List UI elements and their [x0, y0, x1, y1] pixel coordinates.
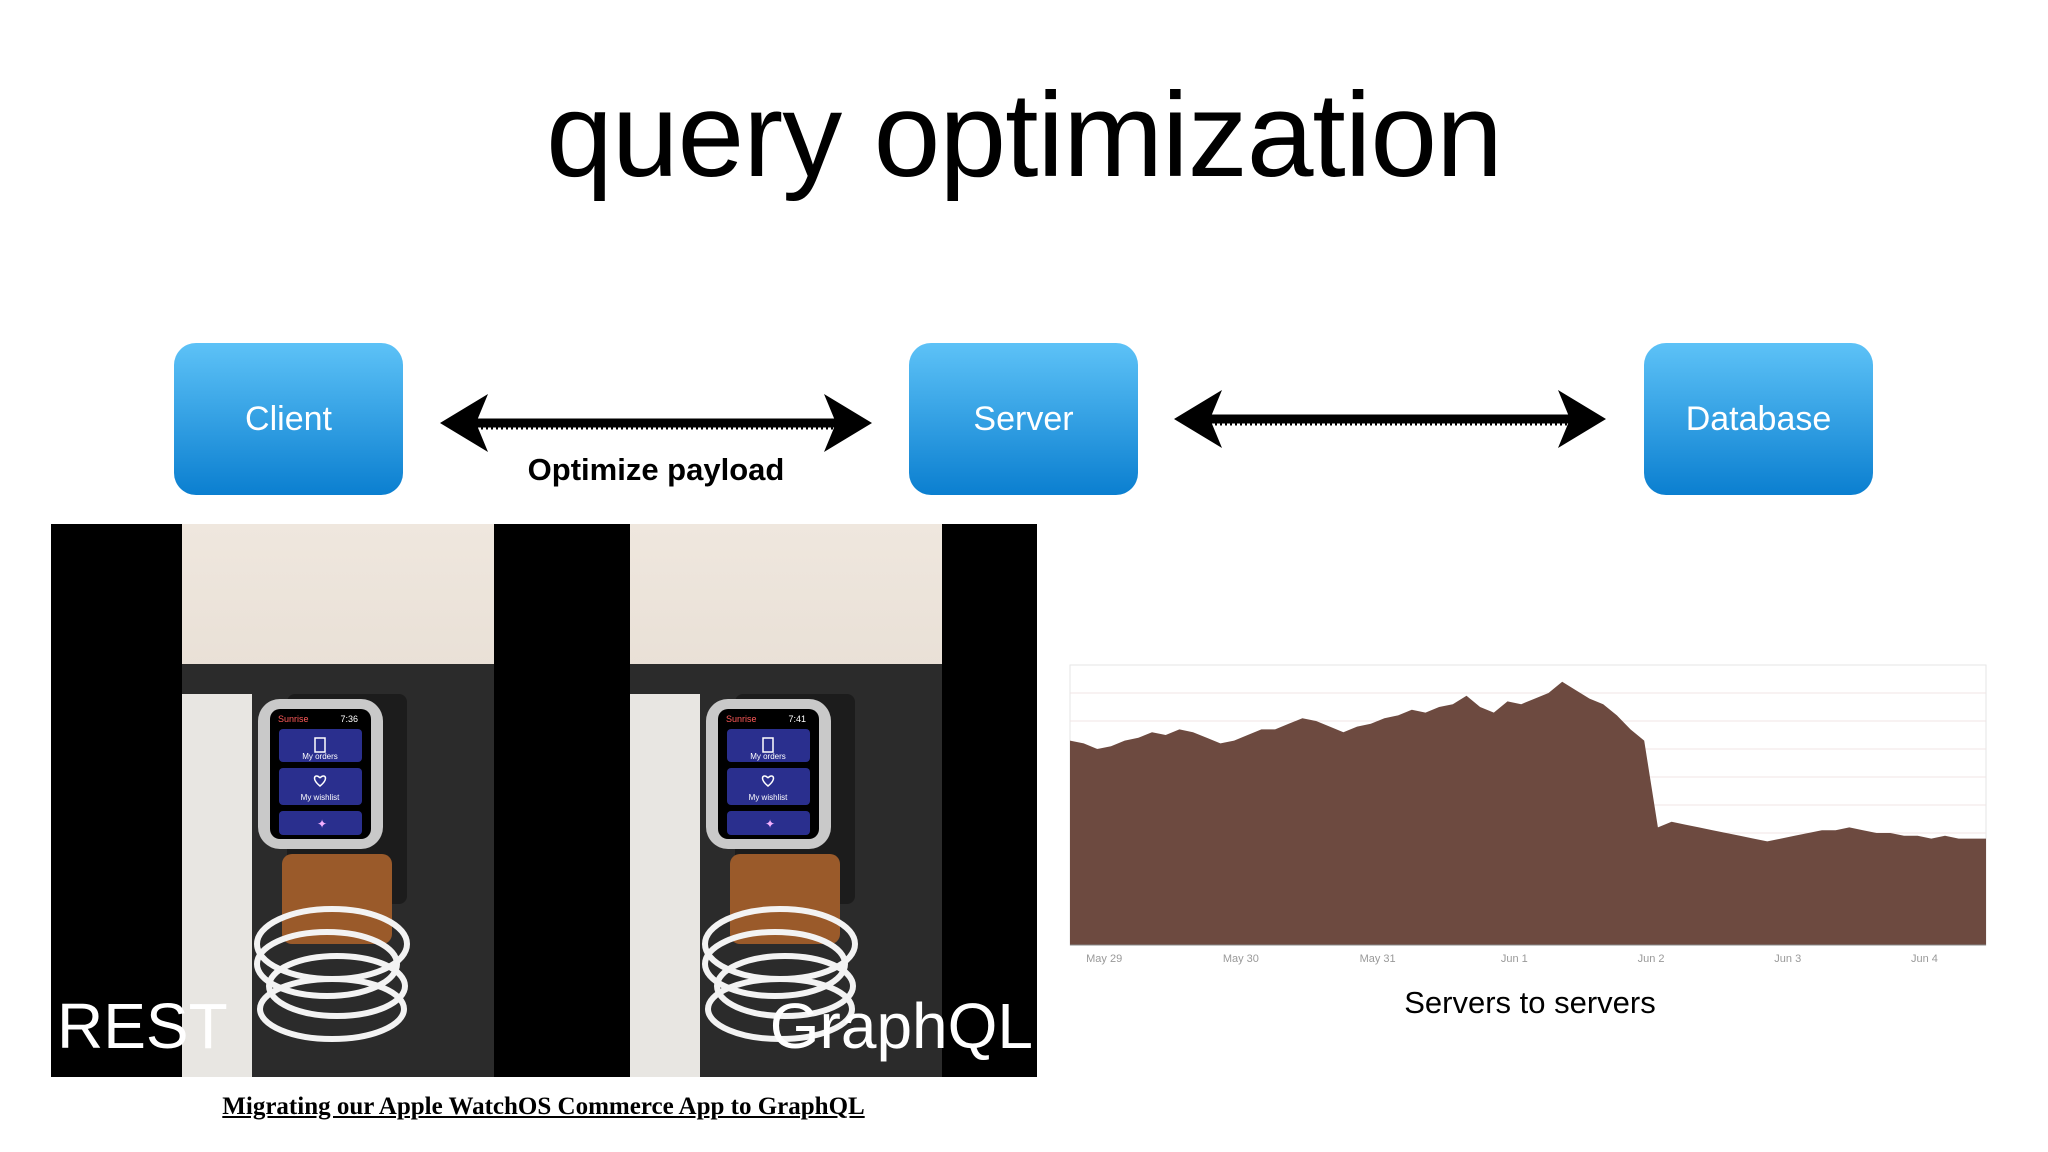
x-tick-label: Jun 3 [1774, 953, 1801, 965]
x-tick-label: May 29 [1086, 953, 1122, 965]
rest-watch-wishlist: My wishlist [301, 793, 340, 802]
graphql-watch-orders: My orders [750, 752, 786, 761]
graphql-watch-app-name: Sunrise [726, 714, 757, 724]
watchos-graphql-article-link[interactable]: Migrating our Apple WatchOS Commerce App… [222, 1093, 865, 1120]
rest-watch-photo: ✦ Sunrise 7:36 My orders My wishlist [182, 524, 494, 1077]
graphql-label: GraphQL [769, 990, 1033, 1062]
rest-vs-graphql-video[interactable]: ✦ Sunrise 7:36 My orders My wishlist [51, 524, 1037, 1077]
svg-text:✦: ✦ [765, 817, 775, 831]
rest-watch-app-name: Sunrise [278, 714, 309, 724]
traffic-area-series [1070, 681, 1986, 945]
optimize-payload-caption: Optimize payload [527, 452, 785, 487]
database-node: Database [1644, 343, 1873, 495]
graphql-watch-wishlist: My wishlist [749, 793, 788, 802]
rest-watch-orders: My orders [302, 752, 338, 761]
server-traffic-area-chart: May 29 May 30 May 31 Jun 1 Jun 2 Jun 3 Jun 4 [1069, 664, 1987, 965]
graphql-watch-photo: ✦ Sunrise 7:41 My orders My wishlist [630, 524, 942, 1077]
rest-watch-time: 7:36 [340, 714, 358, 724]
chart-x-ticks: May 29 May 30 May 31 Jun 1 Jun 2 Jun 3 Jun 4 [1086, 953, 1938, 965]
graphql-watch-illustration: ✦ Sunrise 7:41 My orders My wishlist [630, 524, 942, 1077]
chart-caption: Servers to servers [1404, 985, 1656, 1020]
x-tick-label: Jun 4 [1911, 953, 1938, 965]
x-tick-label: Jun 1 [1501, 953, 1528, 965]
server-database-double-arrow [1174, 390, 1606, 448]
x-tick-label: May 30 [1223, 953, 1259, 965]
client-node: Client [174, 343, 403, 495]
rest-label: REST [57, 990, 228, 1062]
rest-watch-illustration: ✦ Sunrise 7:36 My orders My wishlist [182, 524, 494, 1077]
graphql-watch-time: 7:41 [788, 714, 806, 724]
client-server-double-arrow [440, 394, 872, 452]
x-tick-label: May 31 [1360, 953, 1396, 965]
slide-title: query optimization [546, 68, 1503, 202]
svg-text:✦: ✦ [317, 817, 327, 831]
server-node: Server [909, 343, 1138, 495]
x-tick-label: Jun 2 [1638, 953, 1665, 965]
